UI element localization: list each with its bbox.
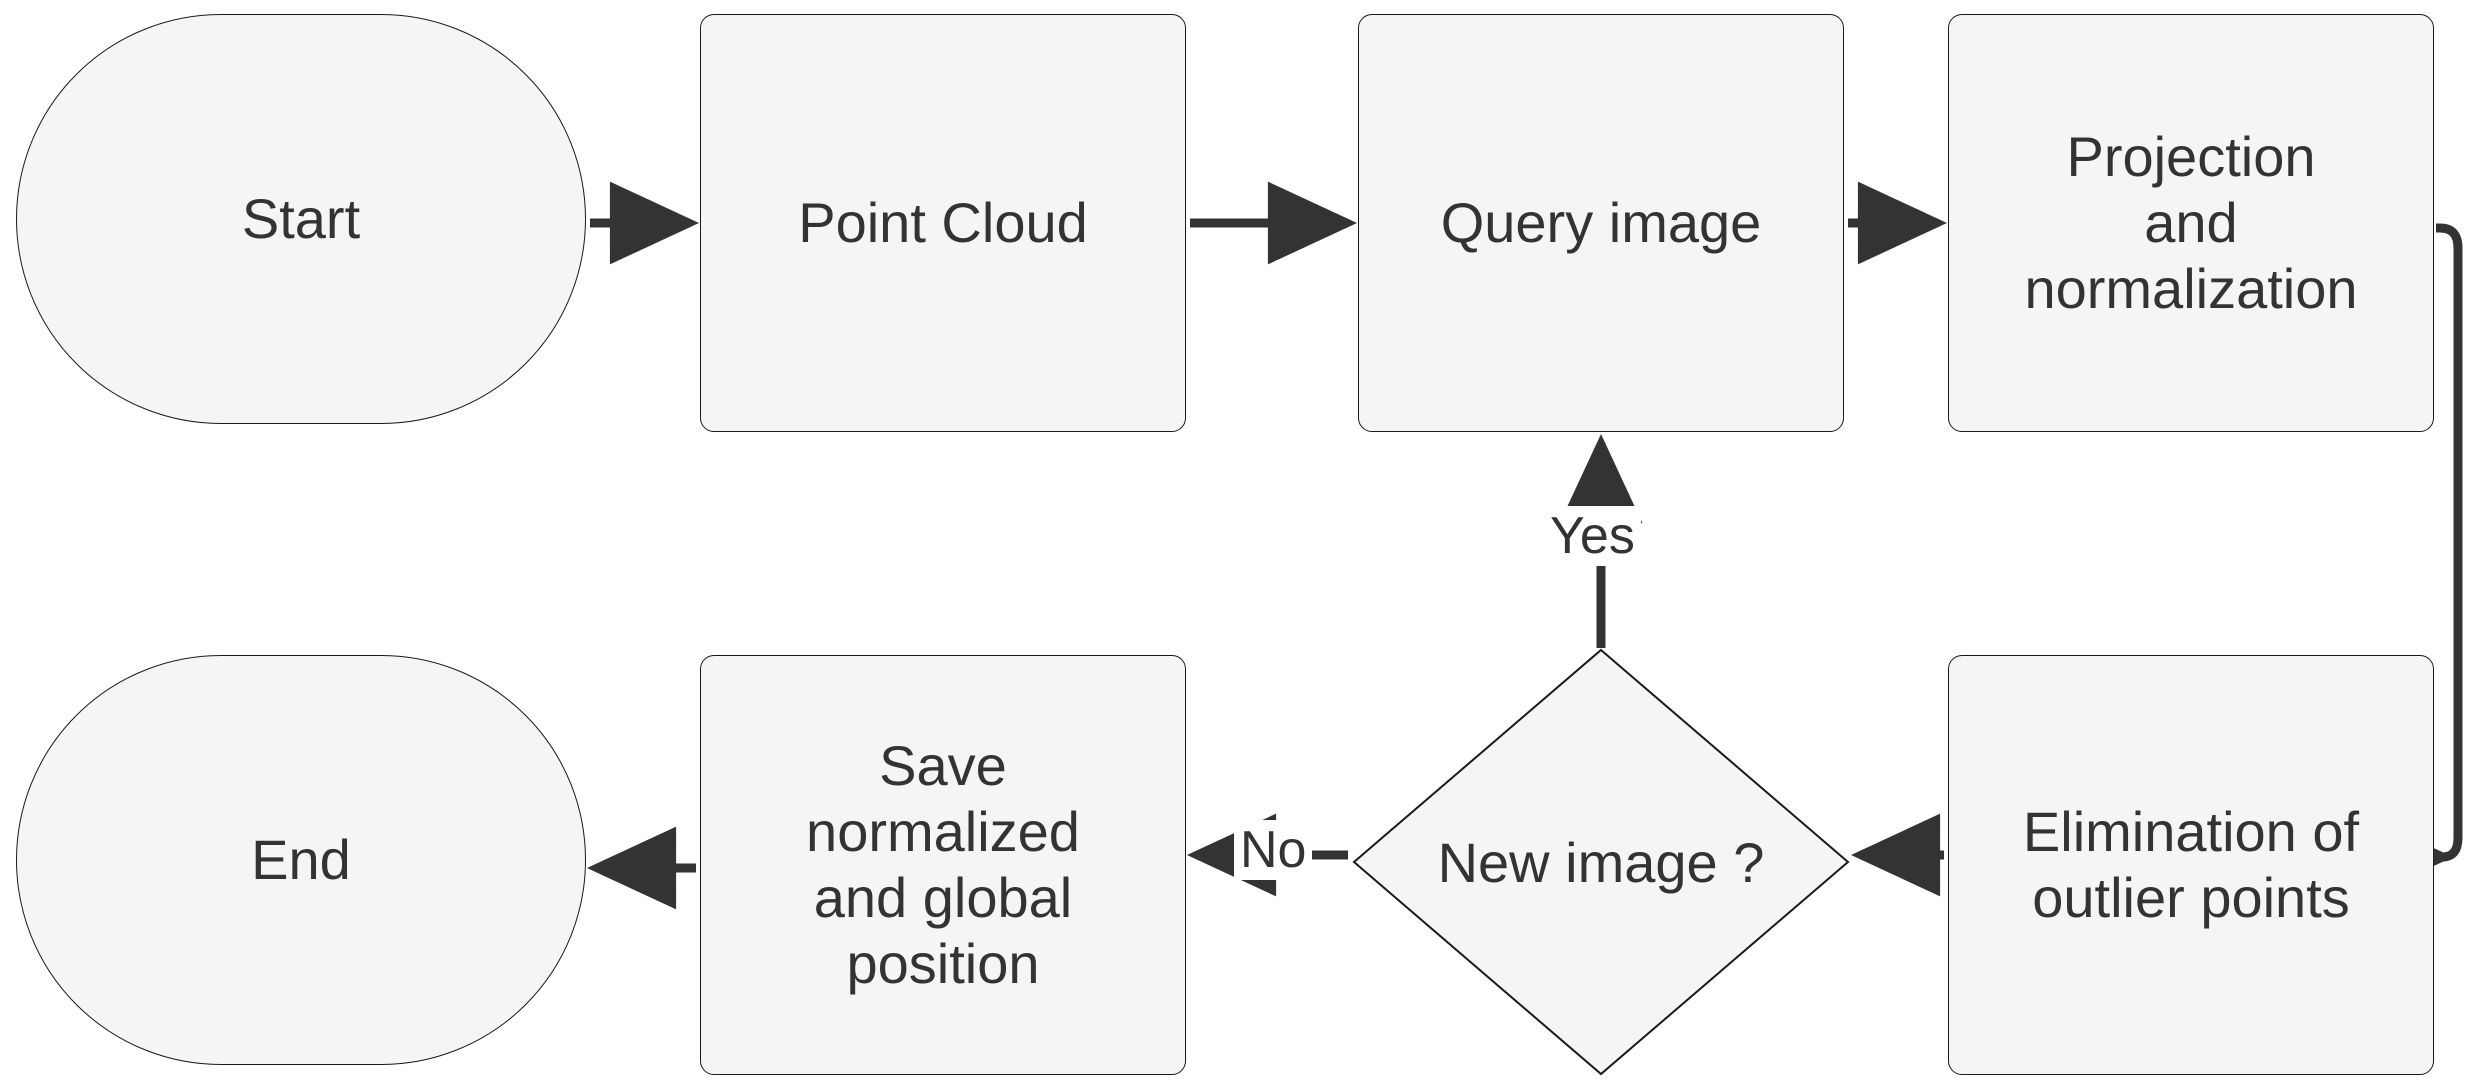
node-query-image[interactable]: Query image (1358, 14, 1844, 432)
edge-label-yes: Yes (1544, 506, 1641, 566)
node-projection-and-normalization[interactable]: Projection and normalization (1948, 14, 2434, 432)
node-save-normalized-and-global-position[interactable]: Save normalized and global position (700, 655, 1186, 1075)
node-end[interactable]: End (16, 655, 586, 1065)
edge-projection-to-elimination (2363, 223, 2463, 899)
node-start[interactable]: Start (16, 14, 586, 424)
node-elimination-of-outlier-points[interactable]: Elimination of outlier points (1948, 655, 2434, 1075)
node-decision-label: New image ? (1437, 830, 1765, 894)
node-point-cloud[interactable]: Point Cloud (700, 14, 1186, 432)
edge-label-no: No (1234, 820, 1313, 880)
node-decision-new-image[interactable]: New image ? (1352, 648, 1850, 1076)
diamond-shape (1352, 648, 1850, 1076)
